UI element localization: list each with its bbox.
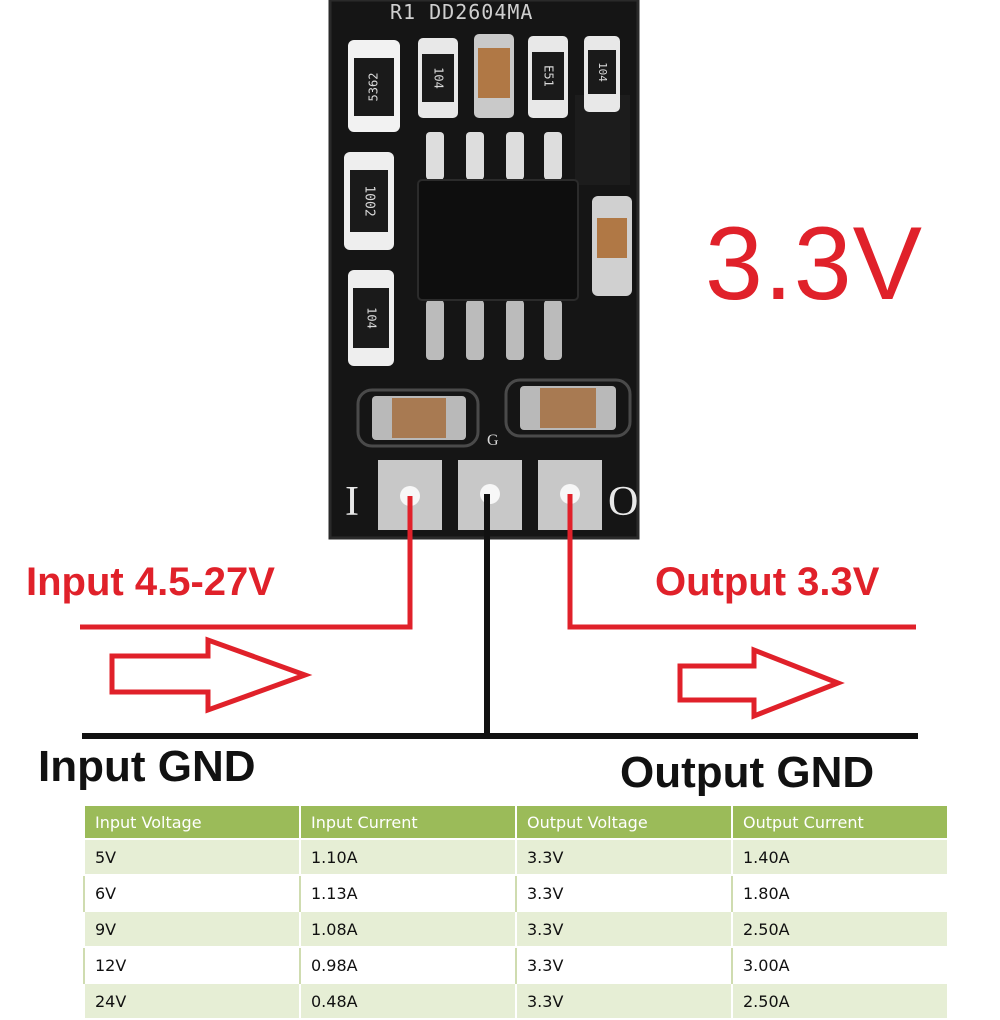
spec-table: Input Voltage Input Current Output Volta… bbox=[83, 804, 949, 1020]
component-marking: 1002 bbox=[362, 185, 377, 216]
output-arrow-icon bbox=[677, 646, 845, 720]
smd-resistor-104-b bbox=[584, 36, 620, 112]
header-input-current: Input Current bbox=[299, 804, 517, 840]
table-cell: 6V bbox=[83, 875, 300, 911]
output-gnd-label: Output GND bbox=[620, 748, 875, 797]
table-cell: 3.3V bbox=[515, 947, 732, 983]
table-cell: 5V bbox=[83, 838, 301, 876]
pin-label-output: O bbox=[608, 479, 639, 525]
table-cell: 1.08A bbox=[299, 910, 517, 948]
table-cell: 1.13A bbox=[299, 875, 516, 911]
table-cell: 1.40A bbox=[731, 838, 949, 876]
table-row: 12V 0.98A 3.3V 3.00A bbox=[83, 947, 948, 983]
table-cell: 2.50A bbox=[731, 910, 949, 948]
component-marking: 5362 bbox=[367, 73, 381, 102]
input-wire bbox=[80, 496, 413, 630]
table-cell: 12V bbox=[83, 947, 300, 983]
table-cell: 1.80A bbox=[731, 875, 948, 911]
header-input-voltage: Input Voltage bbox=[83, 804, 301, 840]
output-wire bbox=[567, 494, 916, 630]
table-cell: 2.50A bbox=[731, 982, 949, 1020]
table-cell: 9V bbox=[83, 910, 301, 948]
table-cell: 3.3V bbox=[515, 838, 733, 876]
table-row: 9V 1.08A 3.3V 2.50A bbox=[83, 910, 949, 948]
table-cell: 3.3V bbox=[515, 982, 733, 1020]
pin-label-ground: G bbox=[487, 432, 499, 449]
table-cell: 3.3V bbox=[515, 910, 733, 948]
table-row: 5V 1.10A 3.3V 1.40A bbox=[83, 838, 949, 876]
smd-capacitor-right bbox=[592, 196, 632, 296]
smd-resistor-1002 bbox=[344, 152, 394, 250]
table-cell: 3.3V bbox=[515, 875, 732, 911]
table-header-row: Input Voltage Input Current Output Volta… bbox=[83, 804, 949, 840]
header-output-current: Output Current bbox=[731, 804, 949, 840]
component-marking: E51 bbox=[542, 65, 556, 87]
header-output-voltage: Output Voltage bbox=[515, 804, 733, 840]
table-cell: 3.00A bbox=[731, 947, 948, 983]
component-marking: 104 bbox=[432, 67, 446, 89]
component-marking: 104 bbox=[365, 307, 379, 329]
table-cell: 1.10A bbox=[299, 838, 517, 876]
output-voltage-label: Output 3.3V bbox=[655, 560, 880, 604]
output-voltage-title: 3.3V bbox=[705, 206, 923, 322]
table-cell: 0.98A bbox=[299, 947, 516, 983]
component-marking: 104 bbox=[596, 62, 609, 82]
input-voltage-label: Input 4.5-27V bbox=[26, 560, 275, 604]
smd-capacitor-top bbox=[474, 34, 514, 118]
table-row: 24V 0.48A 3.3V 2.50A bbox=[83, 982, 949, 1020]
smd-resistor-104-c bbox=[348, 270, 394, 366]
table-cell: 0.48A bbox=[299, 982, 517, 1020]
board-silkscreen: R1 DD2604MA bbox=[390, 0, 534, 24]
smd-resistor-5362 bbox=[348, 40, 400, 132]
ic-chip bbox=[417, 132, 579, 360]
smd-resistor-104-a bbox=[418, 38, 458, 118]
table-cell: 24V bbox=[83, 982, 301, 1020]
input-gnd-label: Input GND bbox=[38, 742, 256, 791]
pin-label-input: I bbox=[345, 479, 359, 525]
table-row: 6V 1.13A 3.3V 1.80A bbox=[83, 875, 948, 911]
input-arrow-icon bbox=[109, 636, 313, 714]
smd-capacitor-bottom-left bbox=[356, 388, 480, 448]
smd-resistor-e51 bbox=[528, 36, 568, 118]
smd-capacitor-bottom-right bbox=[504, 378, 632, 438]
